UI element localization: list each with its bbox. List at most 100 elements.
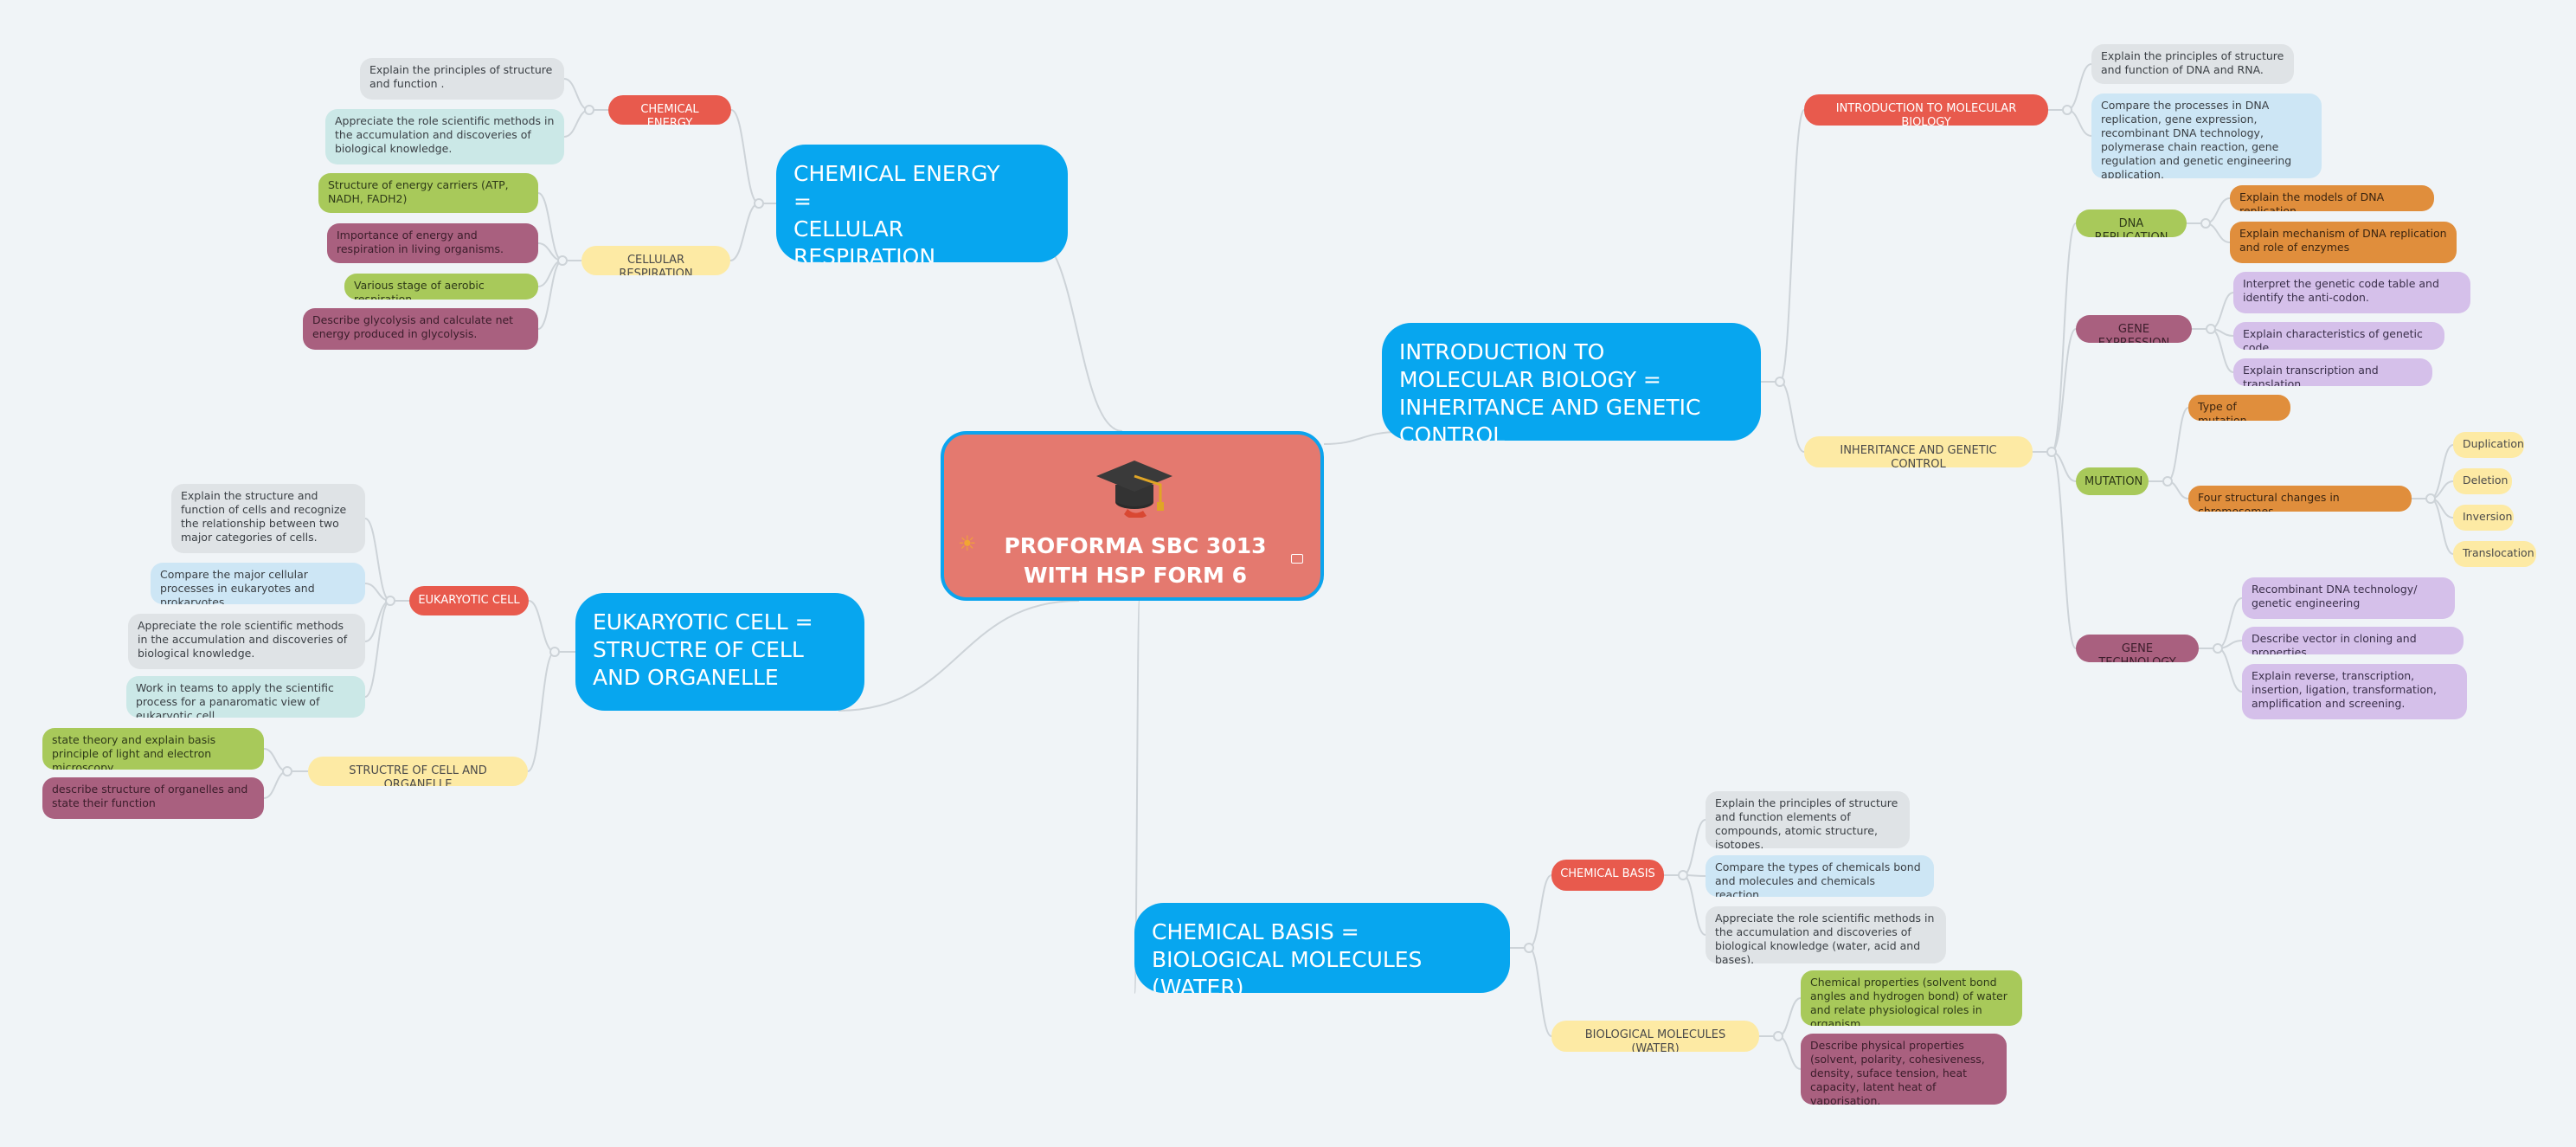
branch-knob [1773,1031,1783,1041]
note-cr-4[interactable]: Describe glycolysis and calculate net en… [303,308,538,350]
connector-line [2217,648,2243,693]
connector-line [1779,109,1805,383]
subtopic-biological-molecules[interactable]: BIOLOGICAL MOLECULES (WATER) [1551,1021,1759,1052]
leaf-deletion[interactable]: Deletion [2453,468,2512,494]
connector-line [1323,431,1400,445]
connector-line [1682,874,1706,936]
connector-line [1777,1035,1802,1070]
note-ce-1[interactable]: Explain the principles of structure and … [360,58,564,100]
subtopic-chemical-basis[interactable]: CHEMICAL BASIS [1551,860,1664,891]
note-ec-1[interactable]: Explain the structure and function of ce… [171,484,365,553]
note-mb-2[interactable]: Compare the processes in DNA replication… [2091,93,2322,178]
graduation-cap-icon [1096,461,1172,518]
connector-line [838,600,1080,712]
connector-line [364,600,391,642]
connector-line [2167,407,2189,482]
note-gt-2[interactable]: Describe vector in cloning and propertie… [2242,627,2464,654]
subtopic-gene-expression[interactable]: GENE EXPRESSION [2076,315,2192,343]
note-ec-3[interactable]: Appreciate the role scientific methods i… [128,614,365,669]
branch-knob [2046,447,2057,457]
subtopic-structure-of-cell[interactable]: STRUCTRE OF CELL AND ORGANELLE [308,757,528,786]
note-ge-3[interactable]: Explain transcription and translation. [2233,358,2432,386]
connector-line [729,203,760,261]
note-structural-changes[interactable]: Four structural changes in chromosomes [2188,486,2412,512]
note-ce-2[interactable]: Appreciate the role scientific methods i… [325,109,564,164]
note-cr-1[interactable]: Structure of energy carriers (ATP, NADH,… [318,173,538,213]
note-cb-1[interactable]: Explain the principles of structure and … [1706,791,1910,848]
connector-line [563,109,590,138]
subtopic-gene-technology[interactable]: GENE TECHNOLOGY [2076,635,2199,662]
branch-knob [385,596,395,606]
note-ge-1[interactable]: Interpret the genetic code table and ide… [2233,272,2470,313]
connector-line [2210,292,2234,330]
branch-knob [549,647,560,657]
topic-eukaryotic-cell[interactable]: EUKARYOTIC CELL = STRUCTRE OF CELL AND O… [575,593,864,711]
subtopic-intro-molecular-biology[interactable]: INTRODUCTION TO MOLECULAR BIOLOGY [1804,94,2048,126]
note-cb-3[interactable]: Appreciate the role scientific methods i… [1706,906,1946,963]
subtopic-chemical-energy[interactable]: CHEMICAL ENERGY [608,95,731,125]
central-topic-title: PROFORMA SBC 3013 WITH HSP FORM 6 [1004,533,1267,588]
note-bm-1[interactable]: Chemical properties (solvent bond angles… [1801,970,2022,1026]
note-sc-1[interactable]: state theory and explain basis principle… [42,728,264,770]
connector-line [563,78,590,111]
sun-icon: ☀ [958,532,977,556]
connector-line [528,600,556,653]
branch-knob [2213,643,2223,654]
topic-chemical-basis[interactable]: CHEMICAL BASIS = BIOLOGICAL MOLECULES (W… [1134,903,1510,993]
note-mb-1[interactable]: Explain the principles of structure and … [2091,44,2294,84]
connector-line [364,600,391,698]
connector-line [1682,819,1706,876]
note-dna-2[interactable]: Explain mechanism of DNA replication and… [2230,222,2457,263]
central-topic[interactable]: ☀ PROFORMA SBC 3013 WITH HSP FORM 6 [941,431,1324,601]
branch-knob [282,766,292,776]
connector-line [2066,109,2092,137]
leaf-translocation[interactable]: Translocation [2453,541,2536,567]
connector-line [1528,947,1552,1037]
leaf-inversion[interactable]: Inversion [2453,505,2514,531]
note-bm-2[interactable]: Describe physical properties (solvent, p… [1801,1034,2007,1105]
connector-line [2051,328,2077,453]
note-gt-1[interactable]: Recombinant DNA technology/ genetic engi… [2242,577,2455,619]
branch-knob [2062,105,2072,115]
subtopic-mutation[interactable]: MUTATION [2076,467,2149,495]
branch-knob [2162,476,2173,487]
note-ge-2[interactable]: Explain characteristics of genetic code. [2233,322,2444,350]
note-cb-2[interactable]: Compare the types of chemicals bond and … [1706,855,1934,897]
connector-line [2051,222,2077,453]
branch-knob [2206,324,2216,334]
branch-knob [557,255,568,266]
branch-knob [2425,493,2436,504]
subtopic-dna-replication[interactable]: DNA REPLICATION [2076,209,2187,237]
connector-line [527,651,556,772]
note-sc-2[interactable]: describe structure of organelles and sta… [42,777,264,819]
subtopic-cellular-respiration[interactable]: CELLULAR RESPIRATION [581,246,730,275]
connector-line [2051,451,2077,649]
leaf-duplication[interactable]: Duplication [2453,432,2524,458]
note-cr-3[interactable]: Various stage of aerobic respiration [344,274,538,300]
note-cr-2[interactable]: Importance of energy and respiration in … [327,223,538,263]
connector-line [730,109,760,204]
note-type-of-mutation[interactable]: Type of mutation [2188,395,2290,421]
connector-line [263,770,288,799]
note-ec-2[interactable]: Compare the major cellular processes in … [151,563,365,604]
branch-knob [1678,870,1688,880]
connector-line [364,518,391,602]
connector-line [1528,874,1552,949]
connector-line [1032,235,1123,432]
topic-chemical-energy[interactable]: CHEMICAL ENERGY = CELLULAR RESPIRATION [776,145,1068,262]
connector-line [1779,381,1805,453]
connector-line [2066,63,2092,111]
subtopic-eukaryotic-cell[interactable]: EUKARYOTIC CELL [409,586,529,615]
note-dna-1[interactable]: Explain the models of DNA replication [2230,185,2434,211]
topic-molecular-biology[interactable]: INTRODUCTION TO MOLECULAR BIOLOGY = INHE… [1382,323,1761,441]
subtopic-inheritance[interactable]: INHERITANCE AND GENETIC CONTROL [1804,436,2033,467]
note-ec-4[interactable]: Work in teams to apply the scientific pr… [126,676,365,718]
image-icon[interactable] [1291,554,1303,564]
branch-knob [1775,377,1785,387]
note-gt-3[interactable]: Explain reverse, transcription, insertio… [2242,664,2467,719]
connector-line [2205,197,2231,224]
branch-knob [754,198,764,209]
connector-line [1777,997,1802,1037]
